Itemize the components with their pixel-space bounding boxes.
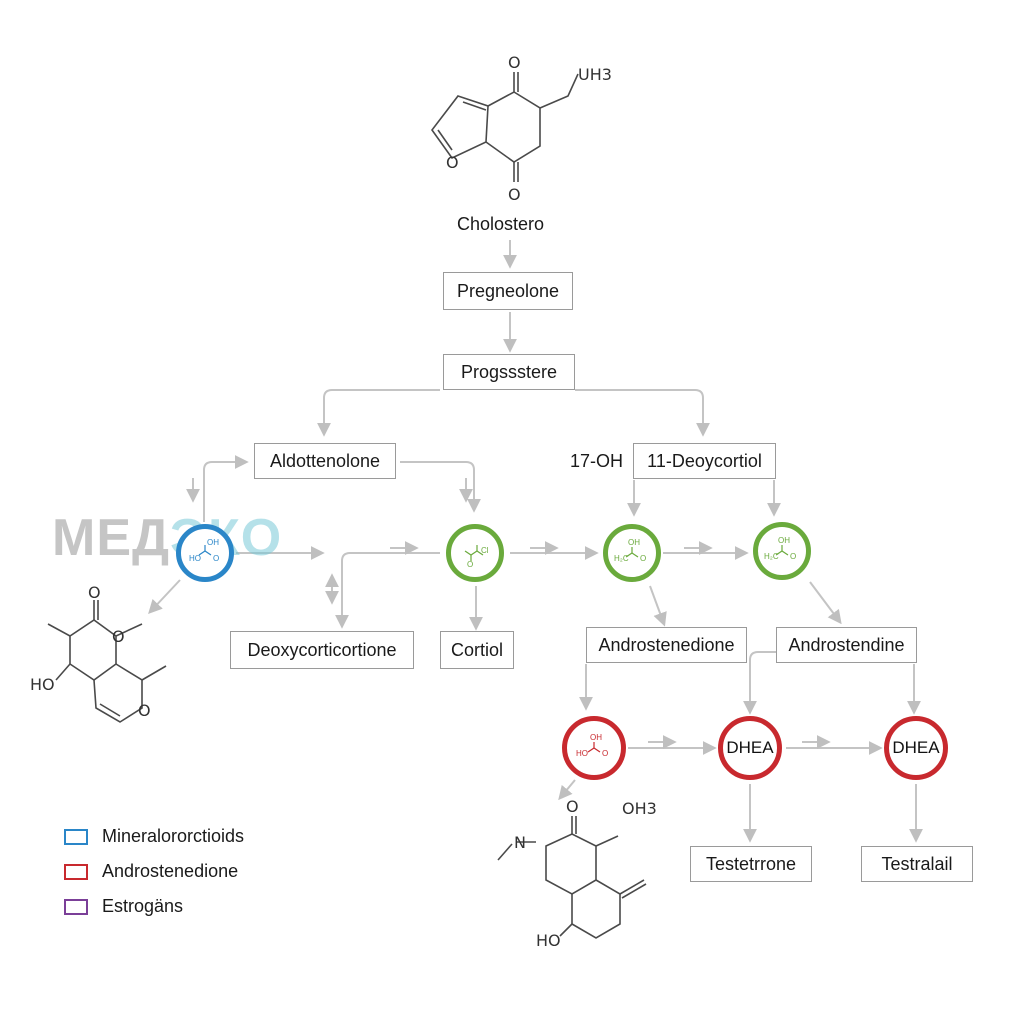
left-atom-o3: O	[138, 701, 151, 720]
svg-text:Cl: Cl	[481, 546, 489, 555]
node-androstendine: Androstendine	[776, 627, 917, 663]
arrow-progesterone-right-branch	[575, 389, 710, 437]
top-molecule-labels: O UH3 O O	[446, 53, 612, 204]
circle-node-dhea-1: DHEA	[718, 716, 782, 780]
bottom-atom-o: O	[566, 797, 579, 816]
node-progesterone: Progssstere	[443, 354, 575, 390]
left-atom-ho: HO	[30, 675, 55, 694]
circle-node-glucocorticoid-3: OH H₂C O	[753, 522, 811, 580]
node-testosterone: Testetrrone	[690, 846, 812, 882]
svg-text:O: O	[640, 554, 646, 563]
top-molecule	[431, 72, 579, 182]
svg-text:O: O	[602, 749, 608, 758]
left-atom-o2: O	[112, 627, 125, 646]
circle-node-glucocorticoid-1: Cl O	[446, 524, 504, 582]
legend-item-estrogens: Estrogäns	[64, 896, 183, 917]
legend-item-androstenedione: Androstenedione	[64, 861, 238, 882]
mini-molecule-icon: OH H₂C O	[764, 536, 796, 561]
arrow-green3-to-androstendine	[809, 581, 842, 625]
watermark-logo: МЕДЭКО	[52, 508, 282, 568]
connector-arrows	[148, 240, 923, 843]
legend-label: Mineralororctioids	[102, 826, 245, 846]
top-atom-o-ring: O	[446, 153, 459, 172]
circle-node-glucocorticoid-2: OH H₂C O	[603, 524, 661, 582]
node-cortisol: Cortiol	[440, 631, 514, 669]
legend-swatch	[64, 863, 88, 880]
svg-text:OH: OH	[778, 536, 790, 545]
node-cholesterol: Cholostero	[457, 214, 545, 234]
stray-oh3-label: OH3	[622, 799, 657, 818]
circle-node-mineralocorticoid: OH HO O	[176, 524, 234, 582]
arrow-green2-to-androstenedione	[649, 585, 667, 627]
svg-text:OH: OH	[207, 538, 219, 547]
arrow-aldosterone-to-green1	[400, 461, 481, 513]
arrow-red-to-bottom-molecule	[558, 779, 576, 801]
top-atom-uh3: UH3	[578, 65, 612, 84]
circle-node-dhea-2: DHEA	[884, 716, 948, 780]
bottom-atom-n: N	[514, 833, 526, 852]
bottom-molecule-labels: O N HO	[514, 797, 579, 950]
svg-text:HO: HO	[189, 554, 201, 563]
arrow-blue-to-left-molecule	[148, 579, 181, 615]
legend-swatch	[64, 898, 88, 915]
svg-text:OH: OH	[628, 538, 640, 547]
mini-molecule-icon: OH HO O	[189, 538, 219, 563]
node-deoxycortisol: 11-Deoycortiol	[633, 443, 776, 479]
node-androstenedione: Androstenedione	[586, 627, 747, 663]
legend-item-mineralocorticoids: Mineralororctioids	[64, 826, 244, 847]
arrow-to-aldosterone	[203, 455, 249, 522]
legend-swatch	[64, 828, 88, 845]
mini-molecule-icon: OH HO O	[576, 733, 608, 758]
svg-text:O: O	[467, 560, 473, 569]
svg-text:O: O	[213, 554, 219, 563]
legend-label: Androstenedione	[102, 861, 239, 881]
arrow-progesterone-left-branch	[317, 389, 440, 437]
svg-text:HO: HO	[576, 749, 588, 758]
svg-text:OH: OH	[590, 733, 602, 742]
circle-node-androgen: OH HO O	[562, 716, 626, 780]
node-aldosterone: Aldottenolone	[254, 443, 396, 479]
bottom-atom-ho: HO	[536, 931, 561, 950]
node-deoxycorticosterone: Deoxycorticortione	[230, 631, 414, 669]
legend-label: Estrogäns	[102, 896, 184, 916]
node-17-oh: 17-OH	[570, 451, 624, 471]
svg-text:H₂C: H₂C	[614, 554, 629, 563]
node-pregnenolone: Pregneolone	[443, 272, 573, 310]
top-atom-o2: O	[508, 185, 521, 204]
watermark-part1: МЕД	[52, 509, 171, 567]
mini-molecule-icon: Cl O	[464, 545, 489, 569]
arrow-to-deoxycorticosterone	[335, 552, 440, 629]
top-atom-o1: O	[508, 53, 521, 72]
node-estradiol: Testralail	[861, 846, 973, 882]
left-atom-o1: O	[88, 583, 101, 602]
bottom-molecule	[497, 816, 647, 939]
svg-text:O: O	[790, 552, 796, 561]
dhea-2-label: DHEA	[892, 738, 940, 757]
dhea-1-label: DHEA	[726, 738, 774, 757]
svg-text:H₂C: H₂C	[764, 552, 779, 561]
left-molecule	[47, 600, 167, 723]
left-molecule-labels: O O O HO	[30, 583, 151, 720]
arrow-androstendine-to-dhea1	[743, 651, 776, 715]
mini-molecule-icon: OH H₂C O	[614, 538, 646, 563]
